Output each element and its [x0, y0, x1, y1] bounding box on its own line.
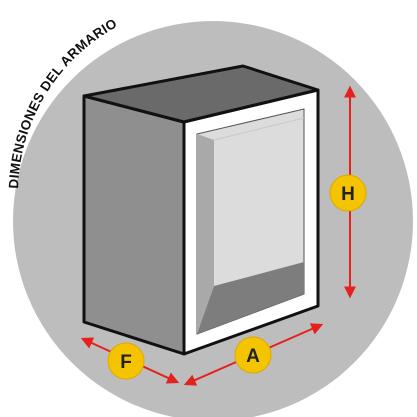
cabinet-interior-edge — [213, 117, 305, 141]
height-badge: H — [329, 174, 367, 212]
width-badge: A — [234, 336, 272, 374]
depth-badge: F — [107, 342, 145, 380]
cabinet-interior-floor — [197, 262, 304, 334]
height-label: H — [341, 184, 355, 205]
width-label: A — [246, 346, 260, 367]
cabinet — [82, 64, 320, 356]
cabinet-interior-wall — [197, 134, 214, 334]
depth-label: F — [120, 352, 132, 373]
cabinet-side-panel — [82, 94, 186, 356]
